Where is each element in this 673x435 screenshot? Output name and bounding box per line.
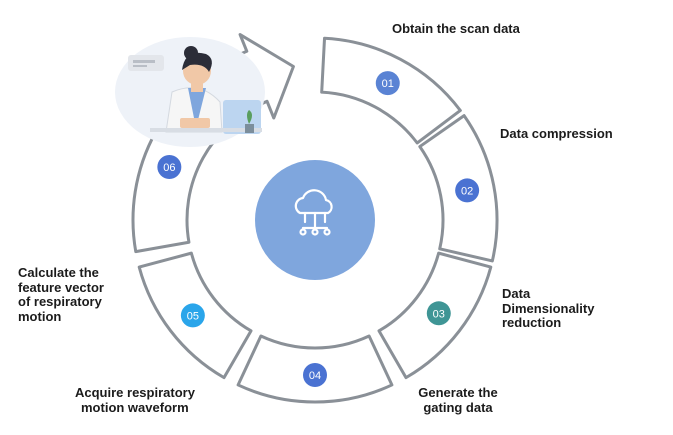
step-badge-01: 01	[375, 71, 400, 96]
step-badge-circle	[455, 178, 480, 203]
step-badge-circle	[303, 363, 327, 387]
step-badge-02: 02	[455, 178, 480, 203]
step-badge-05: 05	[180, 303, 205, 328]
step-badge-number: 05	[187, 310, 199, 322]
step-badge-number: 03	[433, 308, 445, 320]
step-badge-04: 04	[303, 363, 327, 387]
step-02-label: Data compression	[500, 126, 613, 141]
step-badge-circle	[180, 303, 205, 328]
step-badge-circle	[426, 301, 451, 326]
step-badge-number: 02	[461, 185, 473, 197]
step-badges: 01 02 03 04 05 06	[157, 71, 480, 387]
step-badge-number: 04	[309, 370, 321, 382]
step-badge-circle	[375, 71, 400, 96]
step-01-label: Obtain the scan data	[392, 21, 520, 36]
step-badge-number: 06	[163, 162, 175, 174]
step-badge-03: 03	[426, 301, 451, 326]
step-badge-circle	[157, 154, 182, 179]
cloud-network-icon	[294, 189, 333, 236]
step-badge-number: 01	[382, 78, 394, 90]
step-badge-06: 06	[157, 154, 182, 179]
doctor-at-desk-icon	[115, 37, 265, 147]
